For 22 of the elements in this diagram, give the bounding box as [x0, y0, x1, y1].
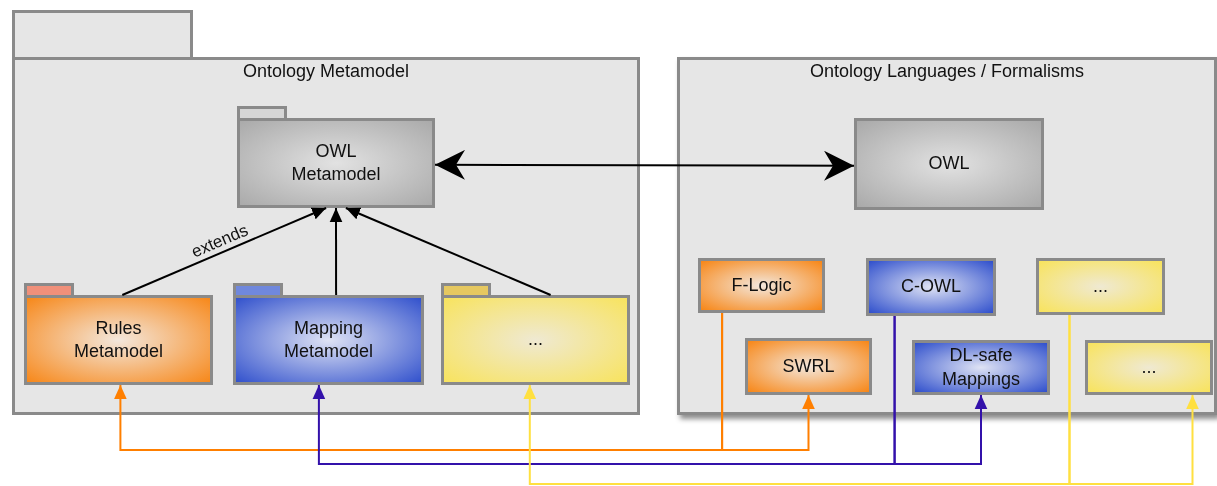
- arrow: [121, 207, 328, 296]
- package-box: SWRL: [745, 338, 872, 395]
- arrow: [344, 207, 552, 296]
- arrow: [721, 312, 815, 451]
- package-frame: [677, 57, 1217, 415]
- package-box: ...: [1085, 340, 1213, 395]
- package-box: C-OWL: [866, 258, 996, 316]
- arrow: [329, 207, 343, 296]
- package-box: DL-safe Mappings: [912, 340, 1050, 395]
- package-title: Ontology Metamodel: [242, 61, 410, 82]
- arrow: [434, 149, 855, 181]
- package-box: F-Logic: [698, 258, 825, 313]
- package-box: OWL: [854, 118, 1044, 210]
- package-box: OWL Metamodel: [237, 106, 435, 208]
- package-box: ...: [441, 283, 630, 385]
- package-box: Rules Metamodel: [24, 283, 213, 385]
- package-box: ...: [1036, 258, 1165, 315]
- package-title: Ontology Languages / Formalisms: [809, 61, 1085, 82]
- arrow: [893, 315, 988, 465]
- package-frame: [12, 10, 640, 415]
- package-box: Mapping Metamodel: [233, 283, 424, 385]
- arrow: [1068, 314, 1199, 485]
